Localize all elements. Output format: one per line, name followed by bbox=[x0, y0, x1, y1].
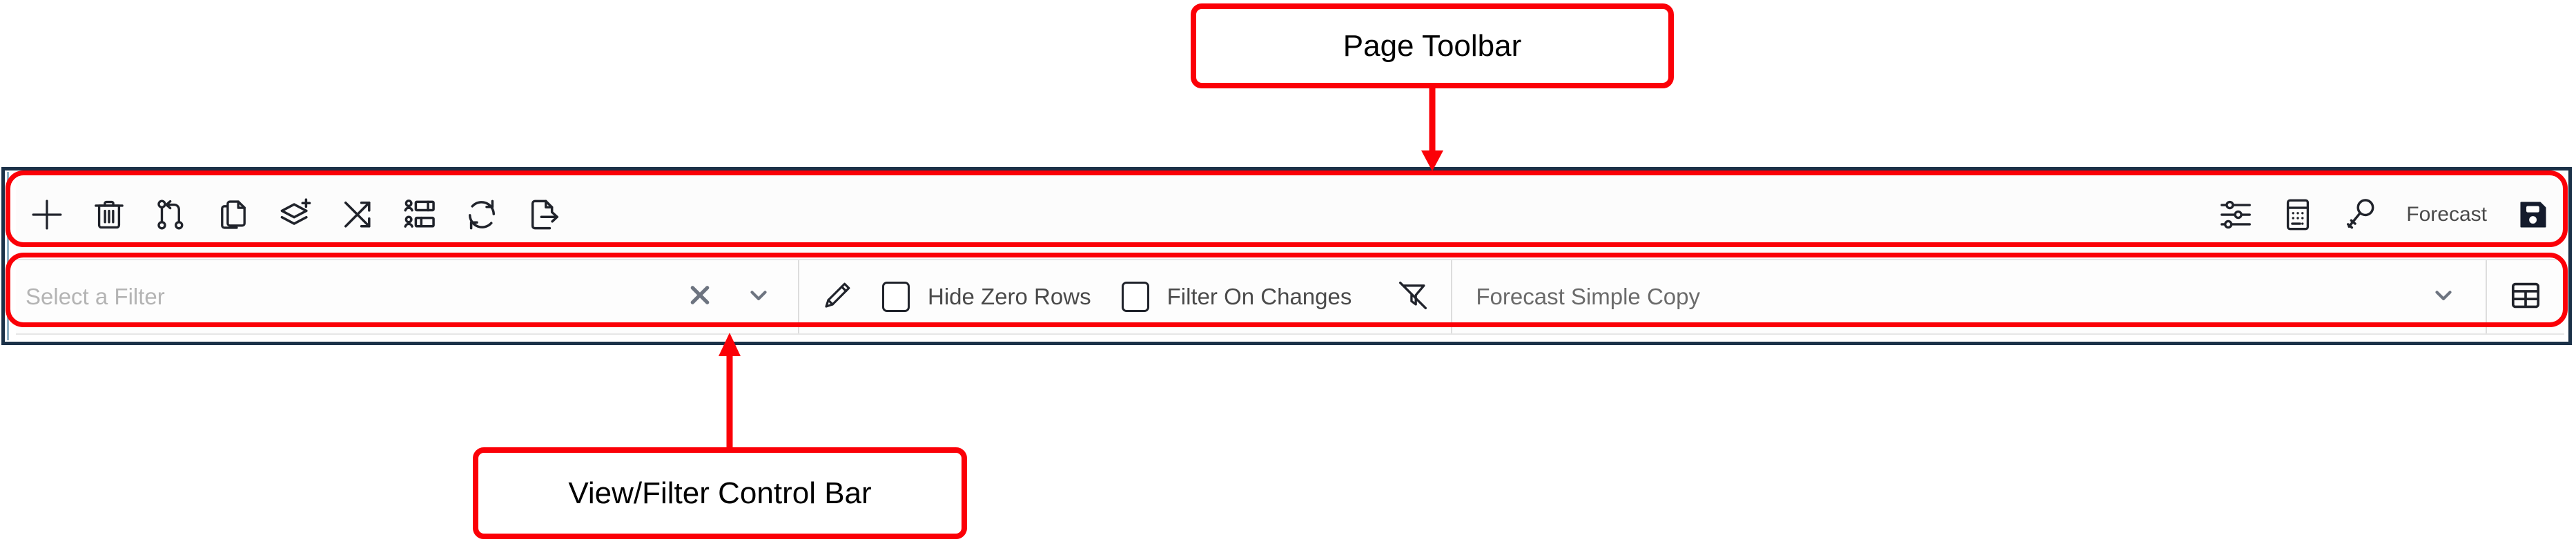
key-icon bbox=[2341, 195, 2379, 234]
export-button[interactable] bbox=[513, 175, 575, 255]
clear-filter-button[interactable] bbox=[1375, 260, 1451, 333]
view-filter-bar-callout: View/Filter Control Bar bbox=[473, 447, 967, 539]
view-select-value: Forecast Simple Copy bbox=[1476, 284, 1700, 309]
add-button[interactable] bbox=[16, 175, 78, 255]
shuffle-arrows-icon bbox=[338, 195, 377, 234]
page-toolbar-callout-arrow bbox=[1414, 87, 1451, 173]
filter-off-icon bbox=[1396, 278, 1430, 316]
filter-select-placeholder: Select a Filter bbox=[26, 284, 165, 309]
add-layer-button[interactable] bbox=[264, 175, 326, 255]
calculator-icon bbox=[2279, 196, 2316, 233]
chevron-down-icon[interactable] bbox=[745, 282, 772, 312]
page-toolbar: Forecast bbox=[16, 175, 2564, 255]
merge-branch-icon bbox=[153, 196, 190, 233]
table-grid-icon bbox=[2508, 277, 2544, 317]
checkbox-box bbox=[882, 282, 910, 312]
filter-on-changes-label: Filter On Changes bbox=[1167, 284, 1352, 309]
key-button[interactable] bbox=[2329, 175, 2391, 255]
view-filter-bar-callout-arrow bbox=[711, 333, 748, 450]
edit-filter-button[interactable] bbox=[799, 260, 875, 333]
file-export-icon bbox=[525, 195, 563, 234]
merge-button[interactable] bbox=[140, 175, 202, 255]
layers-plus-icon bbox=[276, 195, 315, 234]
delete-button[interactable] bbox=[78, 175, 140, 255]
checkbox-box bbox=[1121, 282, 1149, 312]
view-filter-control-bar: Select a Filter bbox=[16, 259, 2564, 335]
page-toolbar-left-group bbox=[16, 175, 575, 255]
application-panel-inner: Forecast Select a bbox=[7, 172, 2566, 340]
settings-button[interactable] bbox=[2205, 175, 2267, 255]
pencil-icon bbox=[821, 279, 854, 315]
filter-select[interactable]: Select a Filter bbox=[16, 260, 799, 333]
sliders-icon bbox=[2217, 196, 2254, 233]
close-x-icon[interactable] bbox=[686, 282, 714, 313]
assign-users-button[interactable] bbox=[389, 175, 451, 255]
toolbar-context-label: Forecast bbox=[2406, 203, 2487, 226]
hide-zero-rows-checkbox[interactable]: Hide Zero Rows bbox=[875, 260, 1115, 333]
application-panel: Forecast Select a bbox=[1, 167, 2572, 345]
user-assignment-icon bbox=[400, 195, 439, 234]
view-select[interactable]: Forecast Simple Copy bbox=[1451, 260, 2487, 333]
save-button[interactable] bbox=[2502, 175, 2564, 255]
shuffle-button[interactable] bbox=[326, 175, 389, 255]
page-toolbar-right-group: Forecast bbox=[2205, 175, 2564, 255]
copy-icon bbox=[215, 196, 252, 233]
calculator-button[interactable] bbox=[2267, 175, 2329, 255]
save-floppy-icon bbox=[2516, 197, 2550, 232]
refresh-icon bbox=[462, 195, 501, 234]
refresh-button[interactable] bbox=[451, 175, 513, 255]
hide-zero-rows-label: Hide Zero Rows bbox=[928, 284, 1091, 309]
grid-layout-button[interactable] bbox=[2487, 260, 2564, 333]
page-toolbar-callout: Page Toolbar bbox=[1191, 3, 1674, 88]
trash-icon bbox=[90, 196, 128, 233]
filter-on-changes-checkbox[interactable]: Filter On Changes bbox=[1115, 260, 1376, 333]
chevron-down-icon[interactable] bbox=[2430, 282, 2457, 312]
copy-button[interactable] bbox=[202, 175, 264, 255]
plus-icon bbox=[28, 195, 66, 234]
